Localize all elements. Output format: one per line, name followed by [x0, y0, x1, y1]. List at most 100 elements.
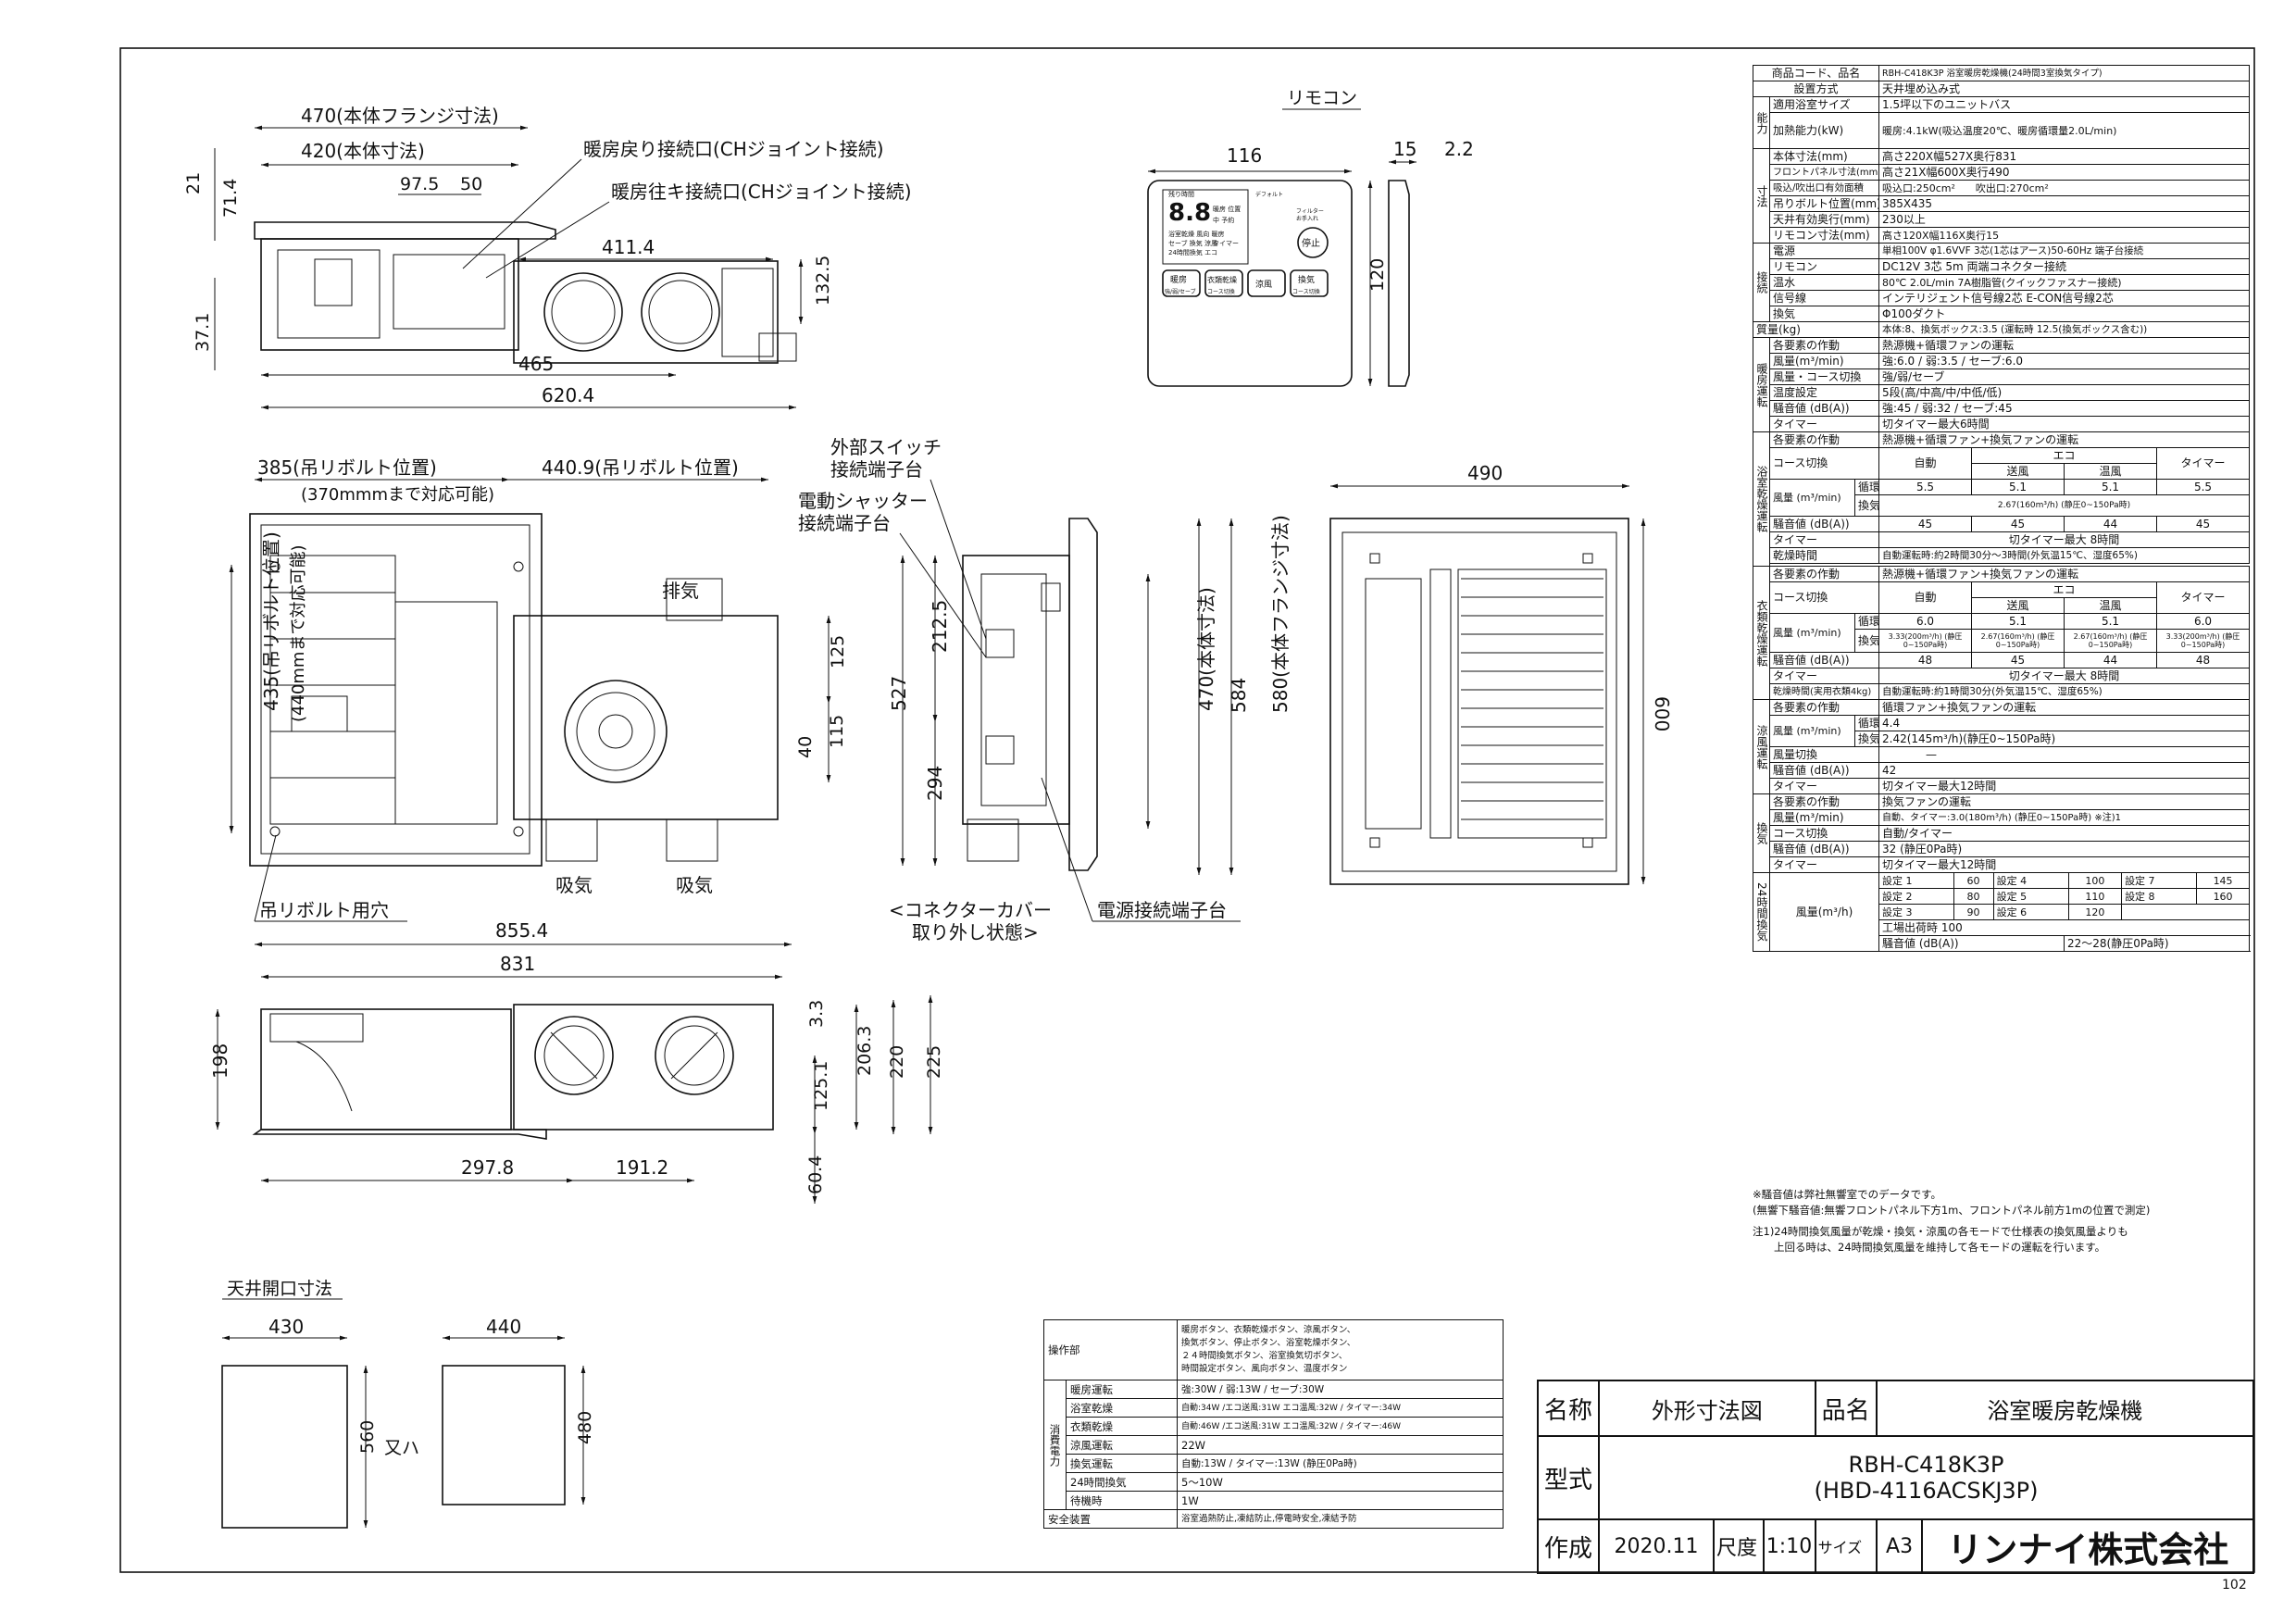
pw-row-5-label: 24時間換気	[1066, 1472, 1178, 1492]
lcd-r3: タイマー	[1213, 239, 1239, 247]
op-value-3: ２４時間換気ボタン、浴室換気切ボタン、	[1181, 1351, 1348, 1361]
dim-191-2: 191.2	[616, 1156, 668, 1179]
dim-435-bolt: 435(吊リボルト位置)	[260, 531, 282, 711]
dim-2-2: 2.2	[1444, 138, 1474, 160]
model-value-1: RBH-C418K3P	[1848, 1452, 2004, 1478]
cloth-noise-label: 騒音値 (dB(A))	[1768, 652, 1880, 668]
power-label: 電源	[1768, 243, 1880, 259]
cloth-circ-timer: 6.0	[2156, 613, 2251, 630]
pw-row-1-label: 浴室乾燥	[1066, 1398, 1178, 1418]
heat-act-value: 熱源機+循環ファンの運転	[1878, 337, 2251, 354]
vent-air-value: 自動、タイマー:3.0(180m³/h) (静圧0~150Pa時) ※注)1	[1878, 809, 2251, 826]
cloth-circ-label: 循環	[1853, 613, 1880, 630]
cloth-eco-head: エコ	[1971, 581, 2158, 598]
op-value-4: 時間設定ボタン、風向ボタン、温度ボタン	[1181, 1364, 1348, 1374]
remote-filter-sub: お手入れ	[1296, 215, 1318, 222]
h24-v3: 90	[1953, 904, 1994, 919]
heat-btn-sub: 強/弱/セーブ	[1165, 288, 1196, 295]
vent-btn-sub: コース切換	[1292, 288, 1320, 295]
dim-600: 600	[1651, 696, 1673, 731]
cat-dims: 寸法	[1753, 148, 1770, 244]
heat-timer-label: タイマー	[1768, 416, 1880, 432]
cat-heating: 暖房運転	[1753, 337, 1770, 432]
remote-title: リモコン	[1287, 88, 1357, 108]
remote-filter-label: フィルター	[1296, 207, 1324, 215]
exhaust-label: 排気	[662, 580, 699, 602]
lcd-remaining: 残り時間	[1168, 190, 1194, 198]
dim-116: 116	[1227, 144, 1262, 167]
long-side-view: 855.4 831 198 3.3 206.3 220 225 125.1 29…	[209, 919, 944, 1204]
dim-120: 120	[1367, 258, 1388, 292]
switch-terminal-1: 外部スイッチ	[830, 436, 942, 458]
cool-act-value: 循環ファン+換気ファンの運転	[1878, 699, 2251, 716]
dry-eco-head: エコ	[1971, 447, 2158, 464]
vent-noise-label: 騒音値 (dB(A))	[1768, 841, 1880, 857]
cloth-noise-auto: 48	[1878, 652, 1973, 668]
dry-act-label: 各要素の作動	[1768, 431, 1880, 448]
remote-vent-button[interactable]: 換気 コース切換	[1290, 269, 1329, 297]
h24-s8: 設定 8	[2121, 888, 2198, 905]
cloth-exch-label: 換気	[1853, 629, 1880, 653]
opening-title: 天井開口寸法	[227, 1279, 332, 1299]
cloth-circ-warm: 5.1	[2064, 613, 2158, 630]
port-area-label: 吸込/吹出口有効面積	[1768, 180, 1880, 196]
dim-440-opening: 440	[486, 1316, 521, 1338]
dim-125: 125	[828, 635, 848, 668]
remote-heat-button[interactable]: 暖房 強/弱/セーブ	[1162, 269, 1201, 297]
mass-label: 質量(kg)	[1752, 321, 1880, 338]
dry-time-label: 乾燥時間	[1768, 547, 1880, 564]
heat-temp-label: 温度設定	[1768, 384, 1880, 401]
dry-circ-warm: 5.1	[2064, 479, 2158, 495]
remote-digit-display: 8.8	[1168, 199, 1211, 227]
heat-air-value: 強:6.0 / 弱:3.5 / セーブ:6.0	[1878, 353, 2251, 369]
remote-cloth-dry-button[interactable]: 衣類乾燥 コース切換	[1204, 269, 1243, 297]
front-dim-value: 高さ21X幅600X奥行490	[1878, 164, 2251, 181]
cloth-act-label: 各要素の作動	[1768, 566, 1880, 582]
dim-411-4: 411.4	[602, 236, 655, 258]
cloth-course-label: コース切換	[1768, 581, 1880, 614]
h24-noise-value: 22～28(静圧0Pa時)	[2064, 935, 2251, 952]
dim-225: 225	[924, 1045, 944, 1079]
cool-circ-value: 4.4	[1878, 715, 2251, 731]
heat-course-value: 強/弱/セーブ	[1878, 369, 2251, 385]
dry-timer-label: タイマー	[1768, 531, 1880, 548]
cloth-exch-warm: 2.67(160m³/h) (静圧0~150Pa時)	[2064, 629, 2158, 653]
ceil-depth-value: 230以上	[1878, 211, 2251, 228]
dim-855-4: 855.4	[495, 919, 548, 942]
dim-560: 560	[357, 1420, 378, 1454]
heat-course-label: 風量・コース切換	[1768, 369, 1880, 385]
dry-act-value: 熱源機+循環ファン+換気ファンの運転	[1878, 431, 2251, 448]
pw-row-2-label: 衣類乾燥	[1066, 1417, 1178, 1436]
note-4: 上回る時は、24時間換気風量を維持して各モードの運転を行います。	[1753, 1241, 2106, 1254]
made-label: 作成	[1536, 1518, 1601, 1574]
intake-label-1: 吸気	[555, 874, 593, 896]
cloth-circ-fan: 5.1	[1971, 613, 2065, 630]
h24-s2: 設定 2	[1879, 888, 1954, 905]
pw-row-5-value: 5～10W	[1177, 1472, 1504, 1492]
cloth-eco-warm-head: 温風	[2064, 597, 2158, 614]
dim-132-5: 132.5	[813, 256, 833, 306]
dim-15: 15	[1393, 138, 1416, 160]
cloth-time-value: 自動運転時:約1時間30分(外気温15℃、湿度65%)	[1878, 683, 2251, 700]
sheet-number: 102	[2222, 1578, 2247, 1593]
dry-eco-fan-head: 送風	[1971, 463, 2065, 480]
bath-size-label: 適用浴室サイズ	[1768, 96, 1880, 113]
h24-v7: 145	[2196, 873, 2249, 889]
dry-noise-warm: 44	[2064, 516, 2158, 532]
dim-40: 40	[795, 736, 816, 758]
dim-440-note: (440mmまで対応可能)	[289, 545, 308, 722]
dim-71-4: 71.4	[220, 179, 241, 218]
body-dim-value: 高さ220X幅527X奥行831	[1878, 148, 2251, 165]
h24-s1: 設定 1	[1879, 873, 1954, 889]
lcd-line2: 浴室乾燥 風向 暖房	[1168, 230, 1224, 238]
heat-act-label: 各要素の作動	[1768, 337, 1880, 354]
dim-385-bolt: 385(吊リボルト位置)	[257, 456, 437, 479]
remote-stop-button[interactable]: 停止	[1297, 227, 1329, 258]
dry-timer-head: タイマー	[2156, 447, 2251, 480]
dry-noise-label: 騒音値 (dB(A))	[1768, 516, 1880, 532]
cool-noise-label: 騒音値 (dB(A))	[1768, 762, 1880, 779]
h24-noise-label: 騒音値 (dB(A))	[1878, 935, 2065, 952]
remote-cool-button[interactable]: 涼風	[1247, 269, 1286, 297]
dim-430: 430	[268, 1316, 304, 1338]
